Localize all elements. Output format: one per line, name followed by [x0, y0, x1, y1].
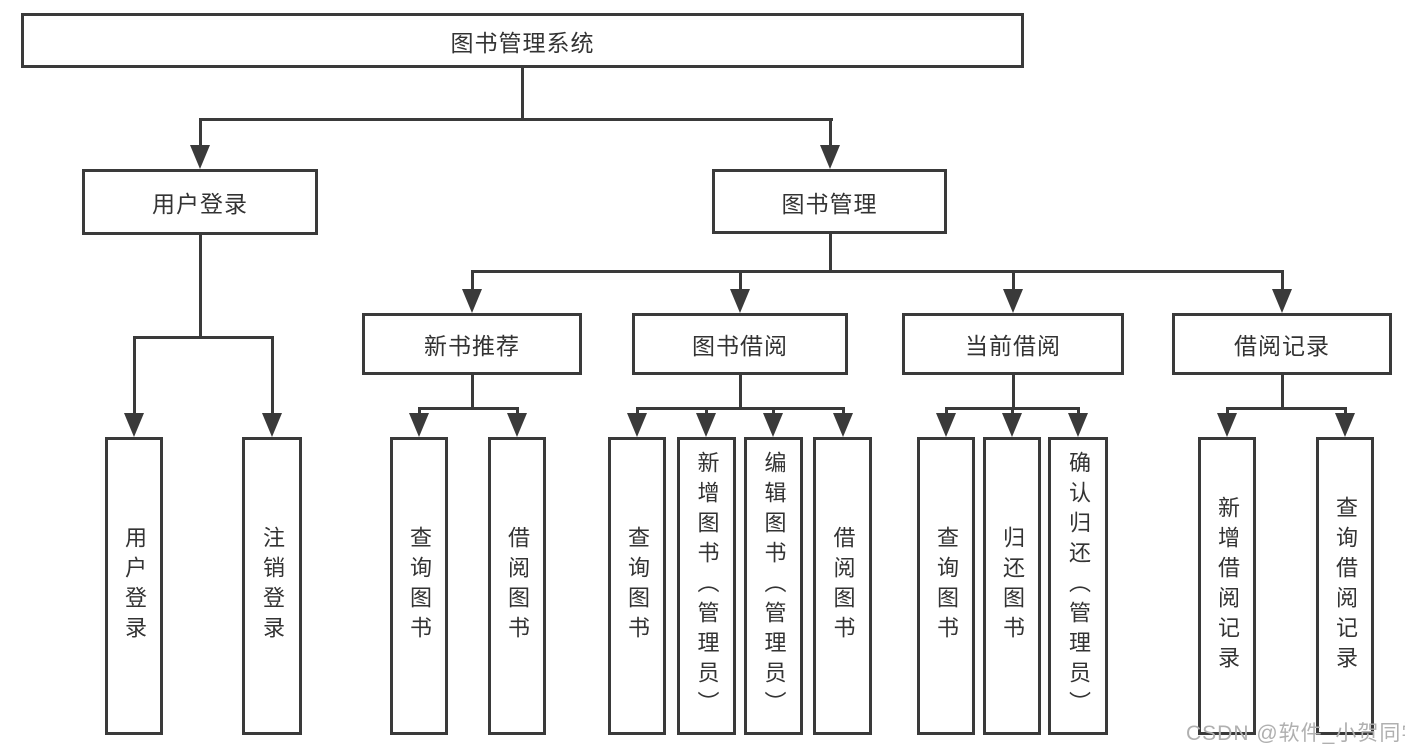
- connector-line: [1012, 375, 1015, 410]
- arrowhead-down-icon: [262, 413, 282, 437]
- leaf-label: 借阅图书: [830, 526, 856, 646]
- leaf-query-books-3: 查询图书: [917, 437, 975, 735]
- arrowhead-down-icon: [627, 413, 647, 437]
- arrowhead-down-icon: [462, 289, 482, 313]
- node-book-borrowing: 图书借阅: [632, 313, 848, 375]
- leaf-user-login: 用户登录: [105, 437, 163, 735]
- node-borrowing-records: 借阅记录: [1172, 313, 1392, 375]
- connector-line: [1344, 407, 1347, 417]
- connector-line: [133, 336, 136, 416]
- arrowhead-down-icon: [1002, 413, 1022, 437]
- arrowhead-down-icon: [696, 413, 716, 437]
- connector-line: [521, 68, 524, 121]
- connector-line: [133, 336, 274, 339]
- connector-line: [1226, 407, 1347, 410]
- connector-line: [418, 407, 421, 417]
- connector-line: [829, 118, 832, 150]
- leaf-edit-books-admin: 编辑图书（管理员）: [744, 437, 803, 735]
- leaf-label: 确认归还（管理员）: [1066, 451, 1091, 721]
- leaf-label: 查询图书: [407, 526, 432, 646]
- csdn-watermark: CSDN @软件_小贺同学: [1186, 722, 1405, 745]
- arrowhead-down-icon: [507, 413, 527, 437]
- leaf-label: 查询借阅记录: [1333, 496, 1358, 676]
- arrowhead-down-icon: [1272, 289, 1292, 313]
- leaf-borrow-books-1: 借阅图书: [488, 437, 546, 735]
- node-library-management-system: 图书管理系统: [21, 13, 1024, 68]
- node-label: 图书借阅: [692, 333, 788, 359]
- connector-line: [471, 375, 474, 410]
- leaf-label: 新增借阅记录: [1215, 496, 1240, 676]
- connector-line: [516, 407, 519, 417]
- arrowhead-down-icon: [1003, 289, 1023, 313]
- node-user-login: 用户登录: [82, 169, 318, 235]
- connector-line: [829, 232, 832, 273]
- node-book-management: 图书管理: [712, 169, 947, 234]
- leaf-query-books-1: 查询图书: [390, 437, 448, 735]
- connector-line: [418, 407, 519, 410]
- connector-line: [271, 336, 274, 416]
- leaf-label: 用户登录: [122, 526, 147, 646]
- arrowhead-down-icon: [1335, 413, 1355, 437]
- leaf-confirm-return-admin: 确认归还（管理员）: [1048, 437, 1108, 735]
- connector-line: [636, 407, 639, 417]
- arrowhead-down-icon: [1068, 413, 1088, 437]
- connector-line: [1012, 270, 1015, 292]
- leaf-label: 查询图书: [625, 526, 650, 646]
- leaf-query-books-2: 查询图书: [608, 437, 666, 735]
- connector-line: [1077, 407, 1080, 417]
- leaf-label: 编辑图书（管理员）: [761, 451, 787, 721]
- connector-line: [739, 270, 742, 292]
- connector-line: [1226, 407, 1229, 417]
- leaf-query-borrow-record: 查询借阅记录: [1316, 437, 1374, 735]
- leaf-add-books-admin: 新增图书（管理员）: [677, 437, 736, 735]
- connector-line: [945, 407, 948, 417]
- connector-line: [739, 375, 742, 410]
- connector-line: [471, 270, 474, 292]
- connector-line: [705, 407, 708, 417]
- node-current-borrowing: 当前借阅: [902, 313, 1124, 375]
- leaf-label: 查询图书: [934, 526, 959, 646]
- connector-line: [471, 270, 1284, 273]
- arrowhead-down-icon: [409, 413, 429, 437]
- arrowhead-down-icon: [820, 145, 840, 169]
- leaf-label: 新增图书（管理员）: [694, 451, 720, 721]
- leaf-label: 借阅图书: [505, 526, 530, 646]
- leaf-label: 归还图书: [1000, 526, 1025, 646]
- node-label: 新书推荐: [424, 333, 520, 359]
- leaf-return-books: 归还图书: [983, 437, 1041, 735]
- node-label: 图书管理系统: [450, 29, 595, 56]
- arrowhead-down-icon: [1217, 413, 1237, 437]
- connector-line: [199, 118, 202, 150]
- connector-line: [1281, 375, 1284, 410]
- arrowhead-down-icon: [833, 413, 853, 437]
- arrowhead-down-icon: [730, 289, 750, 313]
- leaf-add-borrow-record: 新增借阅记录: [1198, 437, 1256, 735]
- arrowhead-down-icon: [124, 413, 144, 437]
- connector-line: [842, 407, 845, 417]
- connector-line: [1281, 270, 1284, 292]
- leaf-logout: 注销登录: [242, 437, 302, 735]
- node-label: 借阅记录: [1234, 333, 1330, 359]
- arrowhead-down-icon: [190, 145, 210, 169]
- arrowhead-down-icon: [763, 413, 783, 437]
- connector-line: [772, 407, 775, 417]
- connector-line: [199, 234, 202, 339]
- connector-line: [199, 118, 833, 121]
- leaf-label: 注销登录: [260, 526, 285, 646]
- leaf-borrow-books-2: 借阅图书: [813, 437, 872, 735]
- connector-line: [1011, 407, 1014, 417]
- connector-line: [636, 407, 845, 410]
- arrowhead-down-icon: [936, 413, 956, 437]
- node-label: 图书管理: [781, 190, 878, 217]
- node-new-book-recommendation: 新书推荐: [362, 313, 582, 375]
- node-label: 当前借阅: [965, 333, 1061, 359]
- node-label: 用户登录: [152, 191, 248, 217]
